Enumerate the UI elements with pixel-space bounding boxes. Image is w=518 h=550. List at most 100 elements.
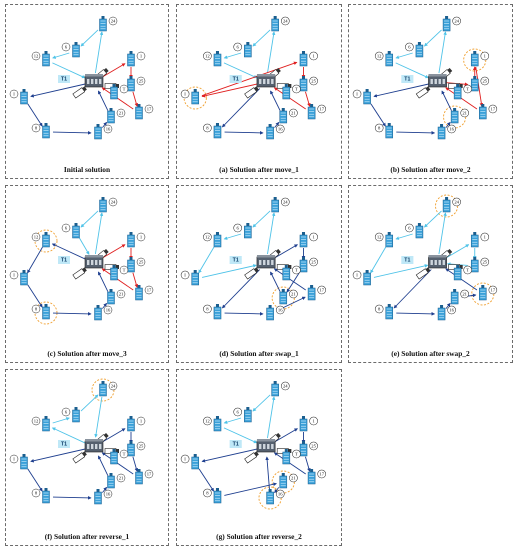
node-label: 6 (65, 226, 68, 231)
truck-icon (72, 267, 87, 280)
office-building-icon (213, 51, 222, 67)
route-edge (445, 121, 451, 128)
route-edge (97, 271, 109, 292)
route-edge (304, 91, 311, 107)
node-label-circle (203, 232, 212, 242)
node-label: 21 (291, 111, 296, 116)
office-building-icon (127, 416, 135, 432)
node-label-circle (317, 469, 327, 479)
route-edge (52, 312, 92, 316)
node-label: 1 (312, 235, 315, 240)
route-edge (267, 31, 276, 74)
node-label: T (123, 87, 126, 92)
route-edge (395, 233, 413, 240)
panel-caption: (c) Solution after move_3 (47, 349, 127, 358)
office-building-icon (107, 108, 115, 124)
route-edge (224, 131, 264, 135)
node-label: 8 (378, 126, 381, 131)
node-label-circle (31, 416, 41, 426)
node-label-circle (136, 441, 146, 451)
route-edge (438, 212, 447, 255)
route-edge (223, 233, 242, 240)
office-building-icon (450, 108, 459, 124)
route-edge (80, 394, 99, 412)
office-building-icon (135, 469, 143, 485)
depot-building-icon (256, 255, 276, 269)
depot-label: T1 (233, 442, 239, 448)
depot-label-box (58, 256, 70, 264)
node-label: 17 (147, 107, 152, 112)
node-label: T (295, 87, 298, 92)
office-building-icon (191, 89, 200, 105)
route-edge (80, 29, 99, 47)
node-label: 8 (206, 307, 209, 312)
node-label: 12 (205, 419, 210, 424)
office-building-icon (442, 16, 451, 32)
node-label-circle (61, 223, 71, 233)
office-building-icon (244, 407, 252, 423)
truck-icon (72, 451, 87, 464)
node-label-circle (309, 51, 318, 61)
office-building-icon (99, 197, 107, 213)
route-edge (27, 284, 43, 308)
node-label: 24 (283, 19, 288, 24)
office-building-icon (135, 104, 143, 120)
route-edge (201, 264, 257, 278)
node-label: 1 (312, 54, 315, 59)
node-label-circle (108, 16, 118, 26)
route-edge (396, 131, 436, 135)
node-label-circle (136, 76, 146, 86)
node-label-circle (309, 416, 318, 426)
node-label-circle (309, 257, 318, 267)
depot-label: T1 (233, 77, 239, 83)
route-edge (51, 243, 86, 260)
node-label: 16 (106, 127, 111, 132)
truck-icon (415, 267, 431, 280)
depot-label: T1 (404, 77, 410, 83)
route-edge (224, 482, 277, 496)
node-label-circle (292, 265, 301, 275)
route-edge (27, 103, 43, 127)
depot-label-box (401, 75, 414, 83)
office-building-icon (191, 454, 200, 470)
node-label: 25 (482, 260, 487, 265)
node-label-circle (309, 232, 318, 242)
node-label: 16 (278, 308, 283, 313)
office-building-icon (299, 416, 308, 432)
route-edge (252, 29, 271, 47)
route-edge (395, 62, 429, 79)
route-edge (132, 91, 139, 107)
office-building-icon (479, 285, 487, 301)
office-building-icon (20, 270, 28, 286)
node-label: 21 (291, 476, 296, 481)
office-building-icon (479, 104, 487, 120)
route-edge (395, 52, 413, 59)
node-label-circle (144, 104, 154, 114)
office-building-icon (271, 16, 279, 32)
node-label-circle (31, 123, 41, 133)
truck-icon (415, 86, 431, 99)
office-building-icon (453, 84, 462, 100)
office-building-icon (437, 305, 446, 321)
route-edge (132, 456, 139, 472)
node-label: T (295, 268, 298, 273)
route-edge (370, 246, 387, 274)
node-label-circle (480, 51, 490, 61)
node-label: 24 (111, 384, 116, 389)
office-building-icon (213, 488, 222, 504)
office-building-icon (127, 441, 135, 457)
node-label: I (356, 92, 358, 97)
office-building-icon (437, 124, 446, 140)
node-label: T (466, 268, 469, 273)
office-building-icon (415, 42, 424, 58)
node-label: 1 (312, 419, 315, 424)
route-edge (223, 417, 242, 424)
node-label-circle (31, 488, 41, 498)
highlight-circle (34, 229, 58, 253)
node-label: T (466, 87, 469, 92)
office-building-icon (307, 469, 316, 485)
